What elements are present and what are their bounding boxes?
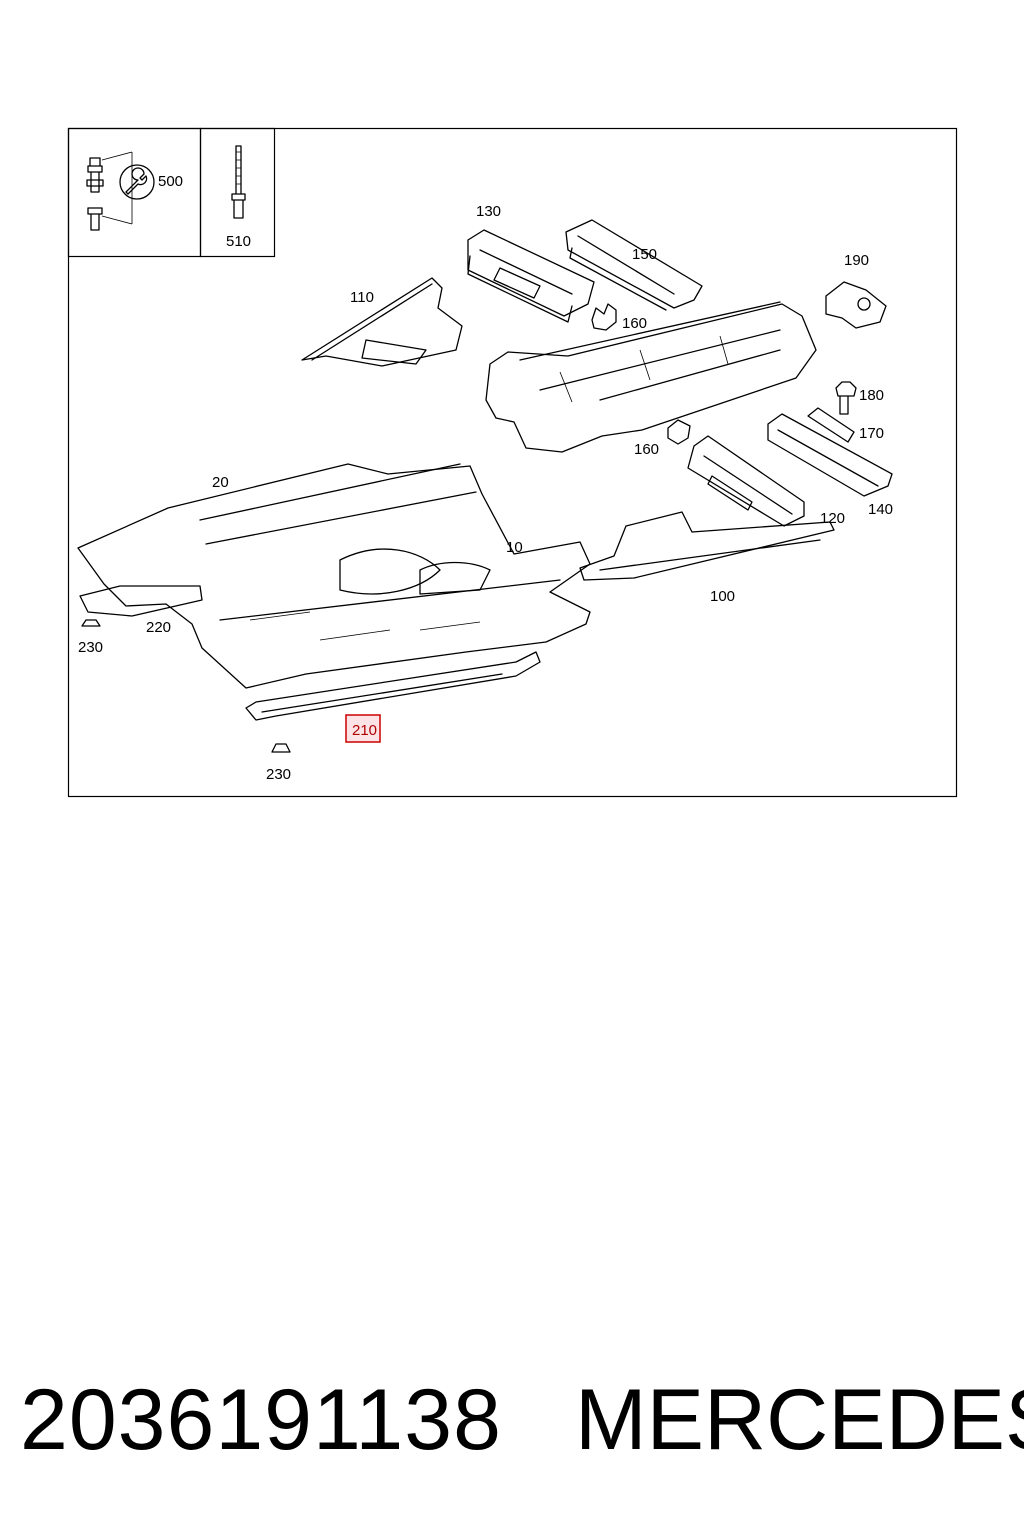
callout-150[interactable]: 150 (632, 246, 657, 263)
callout-210[interactable]: 210 (352, 722, 377, 739)
callout-160-lower[interactable]: 160 (634, 441, 659, 458)
callout-190[interactable]: 190 (844, 252, 869, 269)
callout-140[interactable]: 140 (868, 501, 893, 518)
diagram-frame (67, 127, 958, 798)
callout-160-upper[interactable]: 160 (622, 315, 647, 332)
callout-230-bottom[interactable]: 230 (266, 766, 291, 783)
callout-100[interactable]: 100 (710, 588, 735, 605)
part-190 (825, 281, 887, 329)
callout-510[interactable]: 510 (226, 233, 251, 250)
callout-500[interactable]: 500 (158, 173, 183, 190)
part-220 (79, 585, 203, 617)
callout-220[interactable]: 220 (146, 619, 171, 636)
callout-120[interactable]: 120 (820, 510, 845, 527)
screw-set-500 (86, 151, 155, 231)
part-150 (565, 219, 703, 311)
inset-box-510 (199, 127, 276, 258)
rear-structure (485, 301, 817, 453)
callout-130[interactable]: 130 (476, 203, 501, 220)
brand-name: MERCEDES (575, 1372, 1024, 1468)
parts-diagram: 500 510 130 150 110 160 190 180 170 160 … (67, 127, 958, 798)
bolt-180 (835, 381, 857, 415)
part-170 (807, 407, 855, 443)
part-140 (767, 413, 893, 497)
callout-170[interactable]: 170 (859, 425, 884, 442)
inset-box-500 (67, 127, 202, 258)
part-160-upper (591, 303, 617, 331)
part-130 (467, 229, 595, 323)
callout-110[interactable]: 110 (350, 289, 374, 306)
part-160-lower (667, 419, 691, 445)
callout-180[interactable]: 180 (859, 387, 884, 404)
callout-10[interactable]: 10 (506, 539, 523, 556)
plug-230-bottom (271, 743, 291, 753)
part-number: 2036191138 (20, 1372, 502, 1468)
callout-230-left[interactable]: 230 (78, 639, 103, 656)
bolt-510 (231, 145, 246, 219)
part-210 (245, 651, 541, 721)
callout-20[interactable]: 20 (212, 474, 229, 491)
part-100 (579, 511, 835, 581)
footer: 2036191138 MERCEDES (0, 1365, 1024, 1485)
part-10-20-floor (77, 463, 591, 689)
part-110 (301, 277, 463, 367)
part-120 (687, 435, 805, 527)
plug-230-left (81, 619, 101, 627)
highlight-box-210 (345, 714, 381, 743)
